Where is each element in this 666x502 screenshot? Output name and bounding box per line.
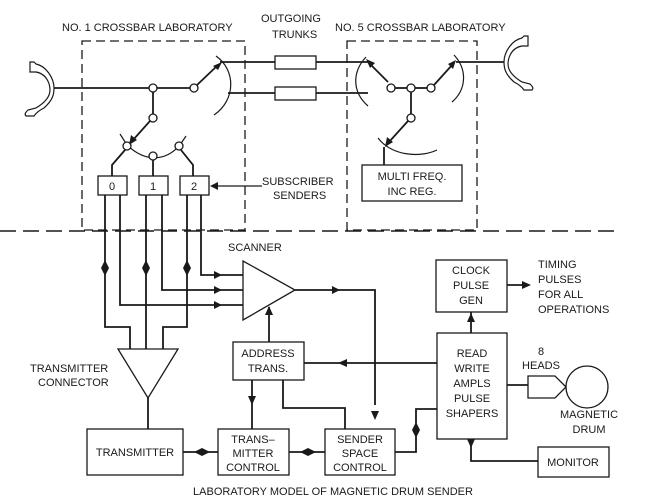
sender-2-scan-wire [200,195,222,276]
multi-freq-label-2: INC REG. [388,186,437,198]
subscriber-senders-label-1: SUBSCRIBER [262,176,334,188]
clock-label-3: GEN [459,295,483,307]
crosspoint-node [174,141,184,151]
transmitter-connector-label-1: TRANSMITTER [30,363,108,375]
sender-0-scan-wire [119,195,208,306]
heads-block [527,375,567,399]
heads-count-label: 8 [538,346,544,358]
sender-2-transmit-wire [162,195,188,349]
timing-label-4: OPERATIONS [538,304,609,316]
sender-2-label: 2 [191,181,197,193]
outgoing-trunks-label-1: OUTGOING [261,13,321,25]
scanner-output-wire [295,289,376,405]
address-trans-label-1: ADDRESS [241,348,294,360]
sender-space-control-label-3: CONTROL [333,462,387,474]
read-write-label-4: PULSE [454,393,490,405]
transmitter-label: TRANSMITTER [96,447,174,459]
sender-1-scan-wire [161,195,222,291]
crosspoint-node [148,83,158,93]
sender-space-control-box [324,428,396,476]
address-trans-label-2: TRANS. [248,363,288,375]
multi-freq-inc-reg-box [361,164,463,202]
no5-right-arc [451,54,465,103]
monitor-label: MONITOR [547,457,599,469]
sender-space-control-label-2: SPACE [342,448,378,460]
transmitter-connector [116,348,180,400]
right-telephone-icon [503,35,534,91]
crosspoint-node [426,83,436,93]
read-write-label-1: READ [457,348,488,360]
clock-pulse-gen-box [435,259,508,313]
multi-freq-label-1: MULTI FREQ. [378,171,447,183]
address-trans-box [232,341,305,381]
sender-1-label: 1 [150,181,156,193]
crosspoint-node [148,113,158,123]
crosspoint-node [122,141,132,151]
crosspoint-node [386,83,396,93]
crosspoint-node [148,151,158,161]
no5-crossbar-boundary [346,40,478,231]
transmitter-control-label-2: MITTER [233,448,274,460]
crosspoint-node [189,83,199,93]
magnetic-drum-label-1: MAGNETIC [560,409,618,421]
sender-1-box [138,175,169,196]
trunk-2 [274,86,317,101]
transmitter-connector-label-2: CONNECTOR [38,377,109,389]
magnetic-drum [565,365,609,409]
magnetic-drum-label-2: DRUM [573,424,606,436]
clock-label-2: PULSE [453,280,489,292]
transmitter-control-box [217,428,290,476]
scanner-label: SCANNER [228,242,282,254]
timing-label-3: FOR ALL [538,289,583,301]
trunk-1 [274,55,317,70]
crosspoint-node [406,83,416,93]
monitor-box [537,446,610,478]
sender-0-transmit-wire [104,195,131,349]
no1-crossbar-label: NO. 1 CROSSBAR LABORATORY [62,22,233,34]
timing-label-1: TIMING [538,259,577,271]
read-write-ampls-box [436,332,508,440]
transmitter-control-label-3: CONTROL [226,462,280,474]
scanner-triangle [242,259,297,322]
transmitter-control-label-1: TRANS– [231,434,275,446]
left-telephone-icon [24,61,55,117]
no5-left-arc [355,56,369,107]
outgoing-trunks-label-2: TRUNKS [272,29,317,41]
crosspoint-node [406,113,416,123]
subscriber-senders-label-2: SENDERS [273,190,326,202]
bidirectional-arrows [101,260,191,276]
sender-0-box [97,175,128,196]
figure-caption: LABORATORY MODEL OF MAGNETIC DRUM SENDER [193,486,473,498]
read-write-label-2: WRITE [454,363,489,375]
sender-space-control-label-1: SENDER [337,434,383,446]
no5-register-arc [377,137,438,156]
sender-0-label: 0 [109,181,115,193]
no5-crossbar-label: NO. 5 CROSSBAR LABORATORY [335,22,506,34]
read-write-label-3: AMPLS [453,378,490,390]
sender-2-box [179,175,210,196]
selector-arc [213,55,232,116]
clock-label-1: CLOCK [452,265,491,277]
no1-crossbar-boundary [81,40,246,231]
transmitter-box [86,428,184,476]
read-write-label-5: SHAPERS [446,408,499,420]
heads-label: HEADS [522,360,560,372]
timing-label-2: PULSES [538,274,581,286]
